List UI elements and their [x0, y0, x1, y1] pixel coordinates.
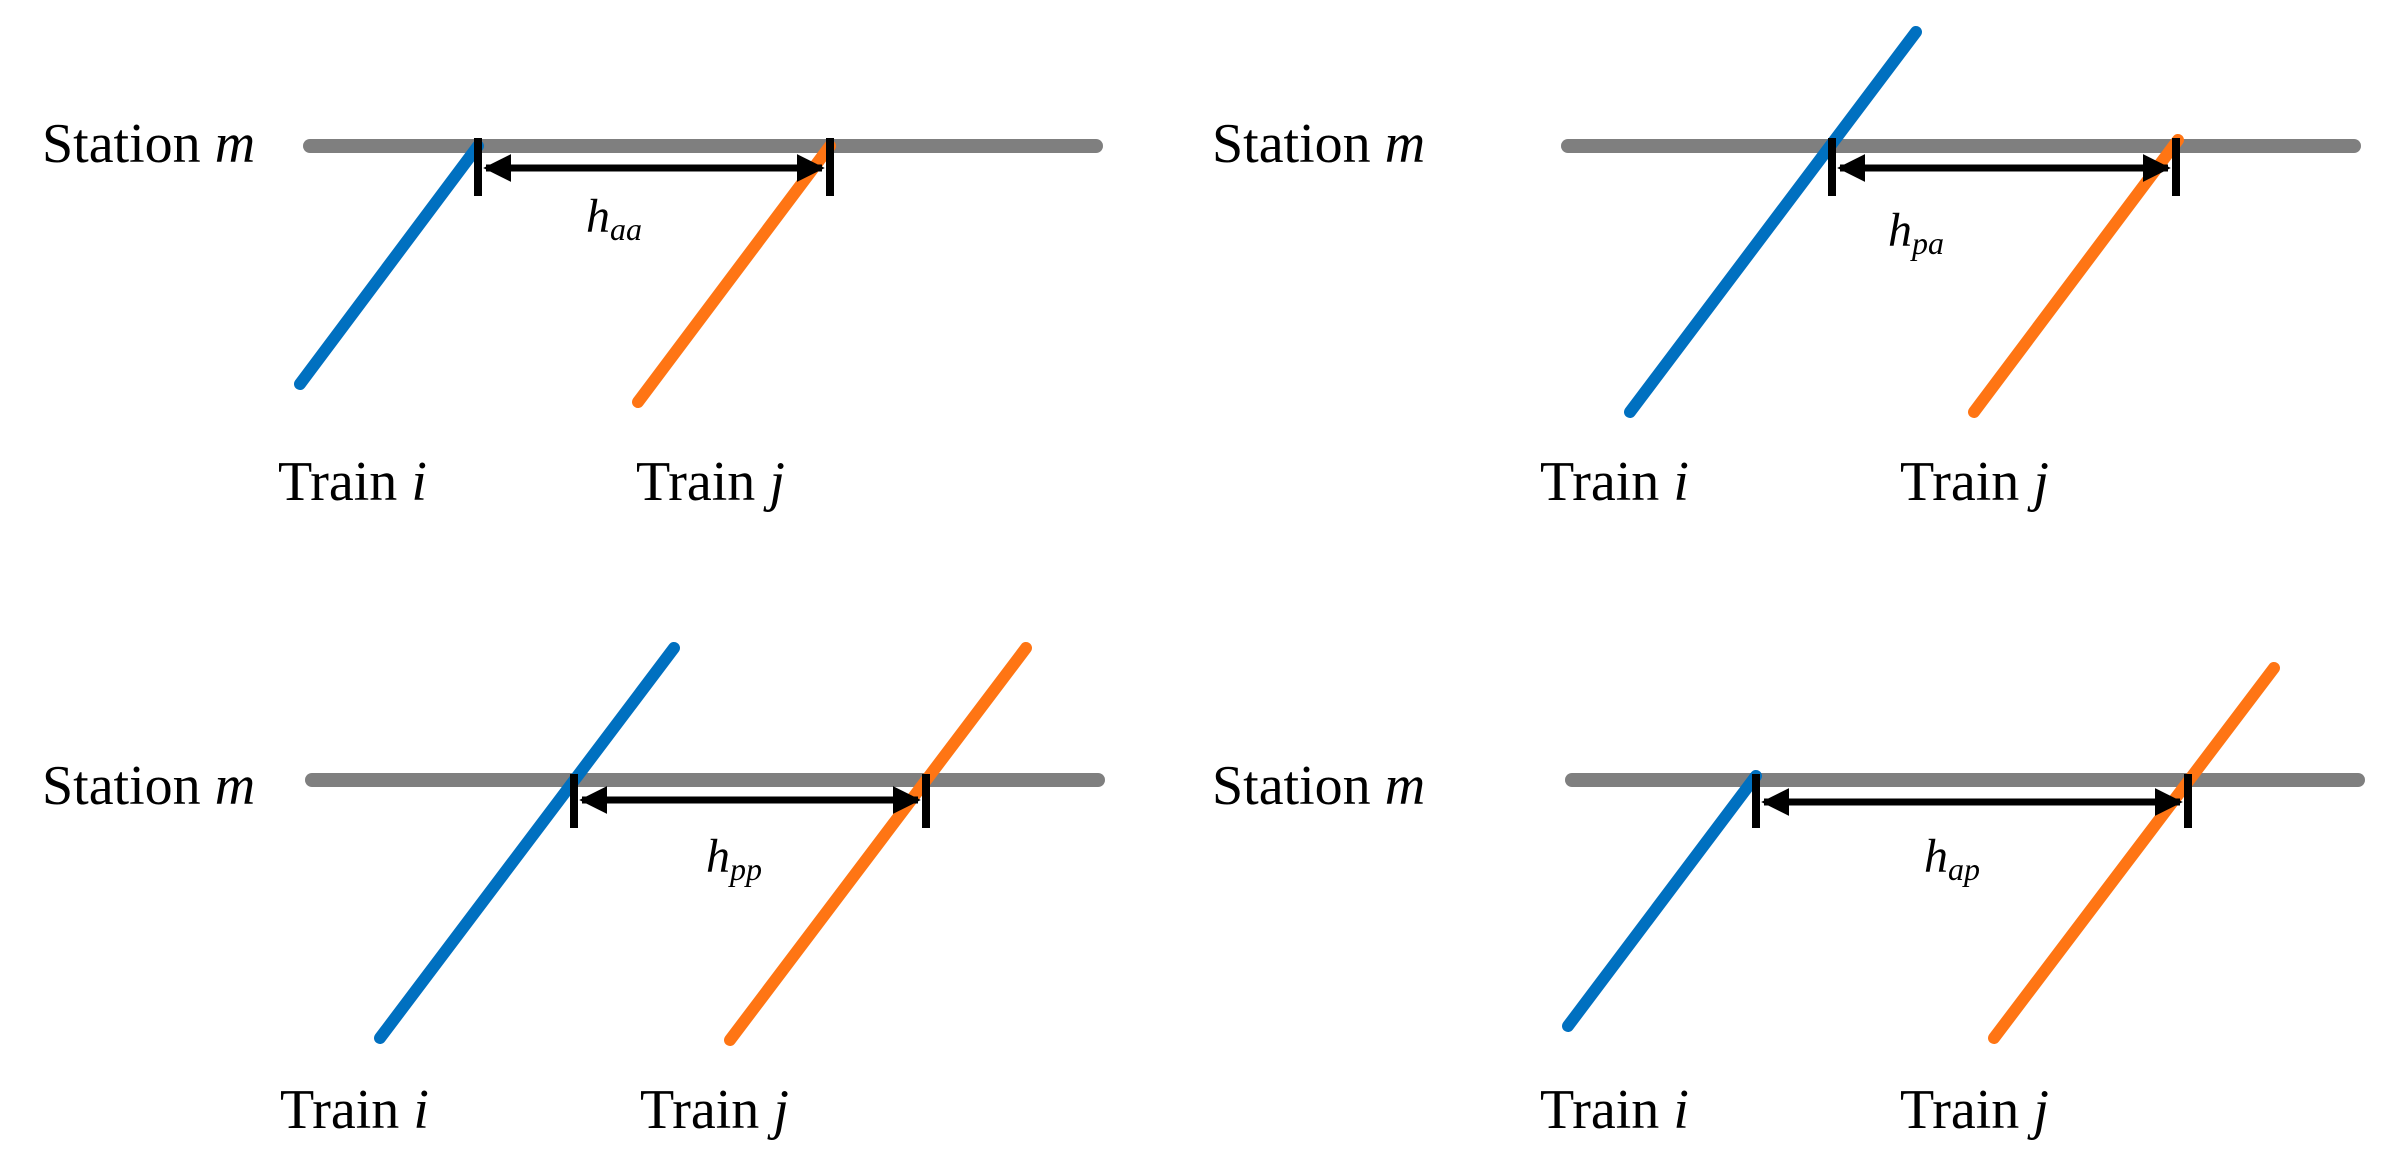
panel-passing-arrival: Station m hpa Train i Train j: [1212, 26, 2361, 513]
station-label: Station m: [1212, 755, 1425, 817]
train-j-label: Train j: [1900, 1079, 2049, 1141]
train-j-path: [1968, 134, 2184, 418]
train-i-path: [1624, 26, 1922, 418]
train-j-path: [1988, 662, 2280, 1044]
panel-arrival-passing: Station m hap Train i Train j: [1212, 662, 2365, 1141]
train-j-path: [632, 140, 836, 408]
headway-label: hap: [1924, 830, 1980, 887]
train-i-label: Train i: [1540, 1079, 1689, 1141]
train-j-label: Train j: [640, 1079, 789, 1141]
train-i-path: [374, 642, 680, 1044]
train-i-path: [1562, 770, 1762, 1032]
panel-arrival-arrival: Station m haa Train i Train j: [42, 113, 1103, 513]
station-label: Station m: [1212, 113, 1425, 175]
train-j-label: Train j: [636, 451, 785, 513]
train-j-label: Train j: [1900, 451, 2049, 513]
train-i-label: Train i: [280, 1079, 429, 1141]
train-i-label: Train i: [1540, 451, 1689, 513]
headway-label: haa: [586, 190, 642, 247]
station-label: Station m: [42, 755, 255, 817]
train-i-path: [294, 140, 484, 390]
headway-label: hpa: [1888, 204, 1944, 261]
headway-label: hpp: [706, 830, 762, 887]
train-j-path: [724, 642, 1032, 1046]
station-label: Station m: [42, 113, 255, 175]
panel-passing-passing: Station m hpp Train i Train j: [42, 642, 1105, 1141]
train-i-label: Train i: [278, 451, 427, 513]
